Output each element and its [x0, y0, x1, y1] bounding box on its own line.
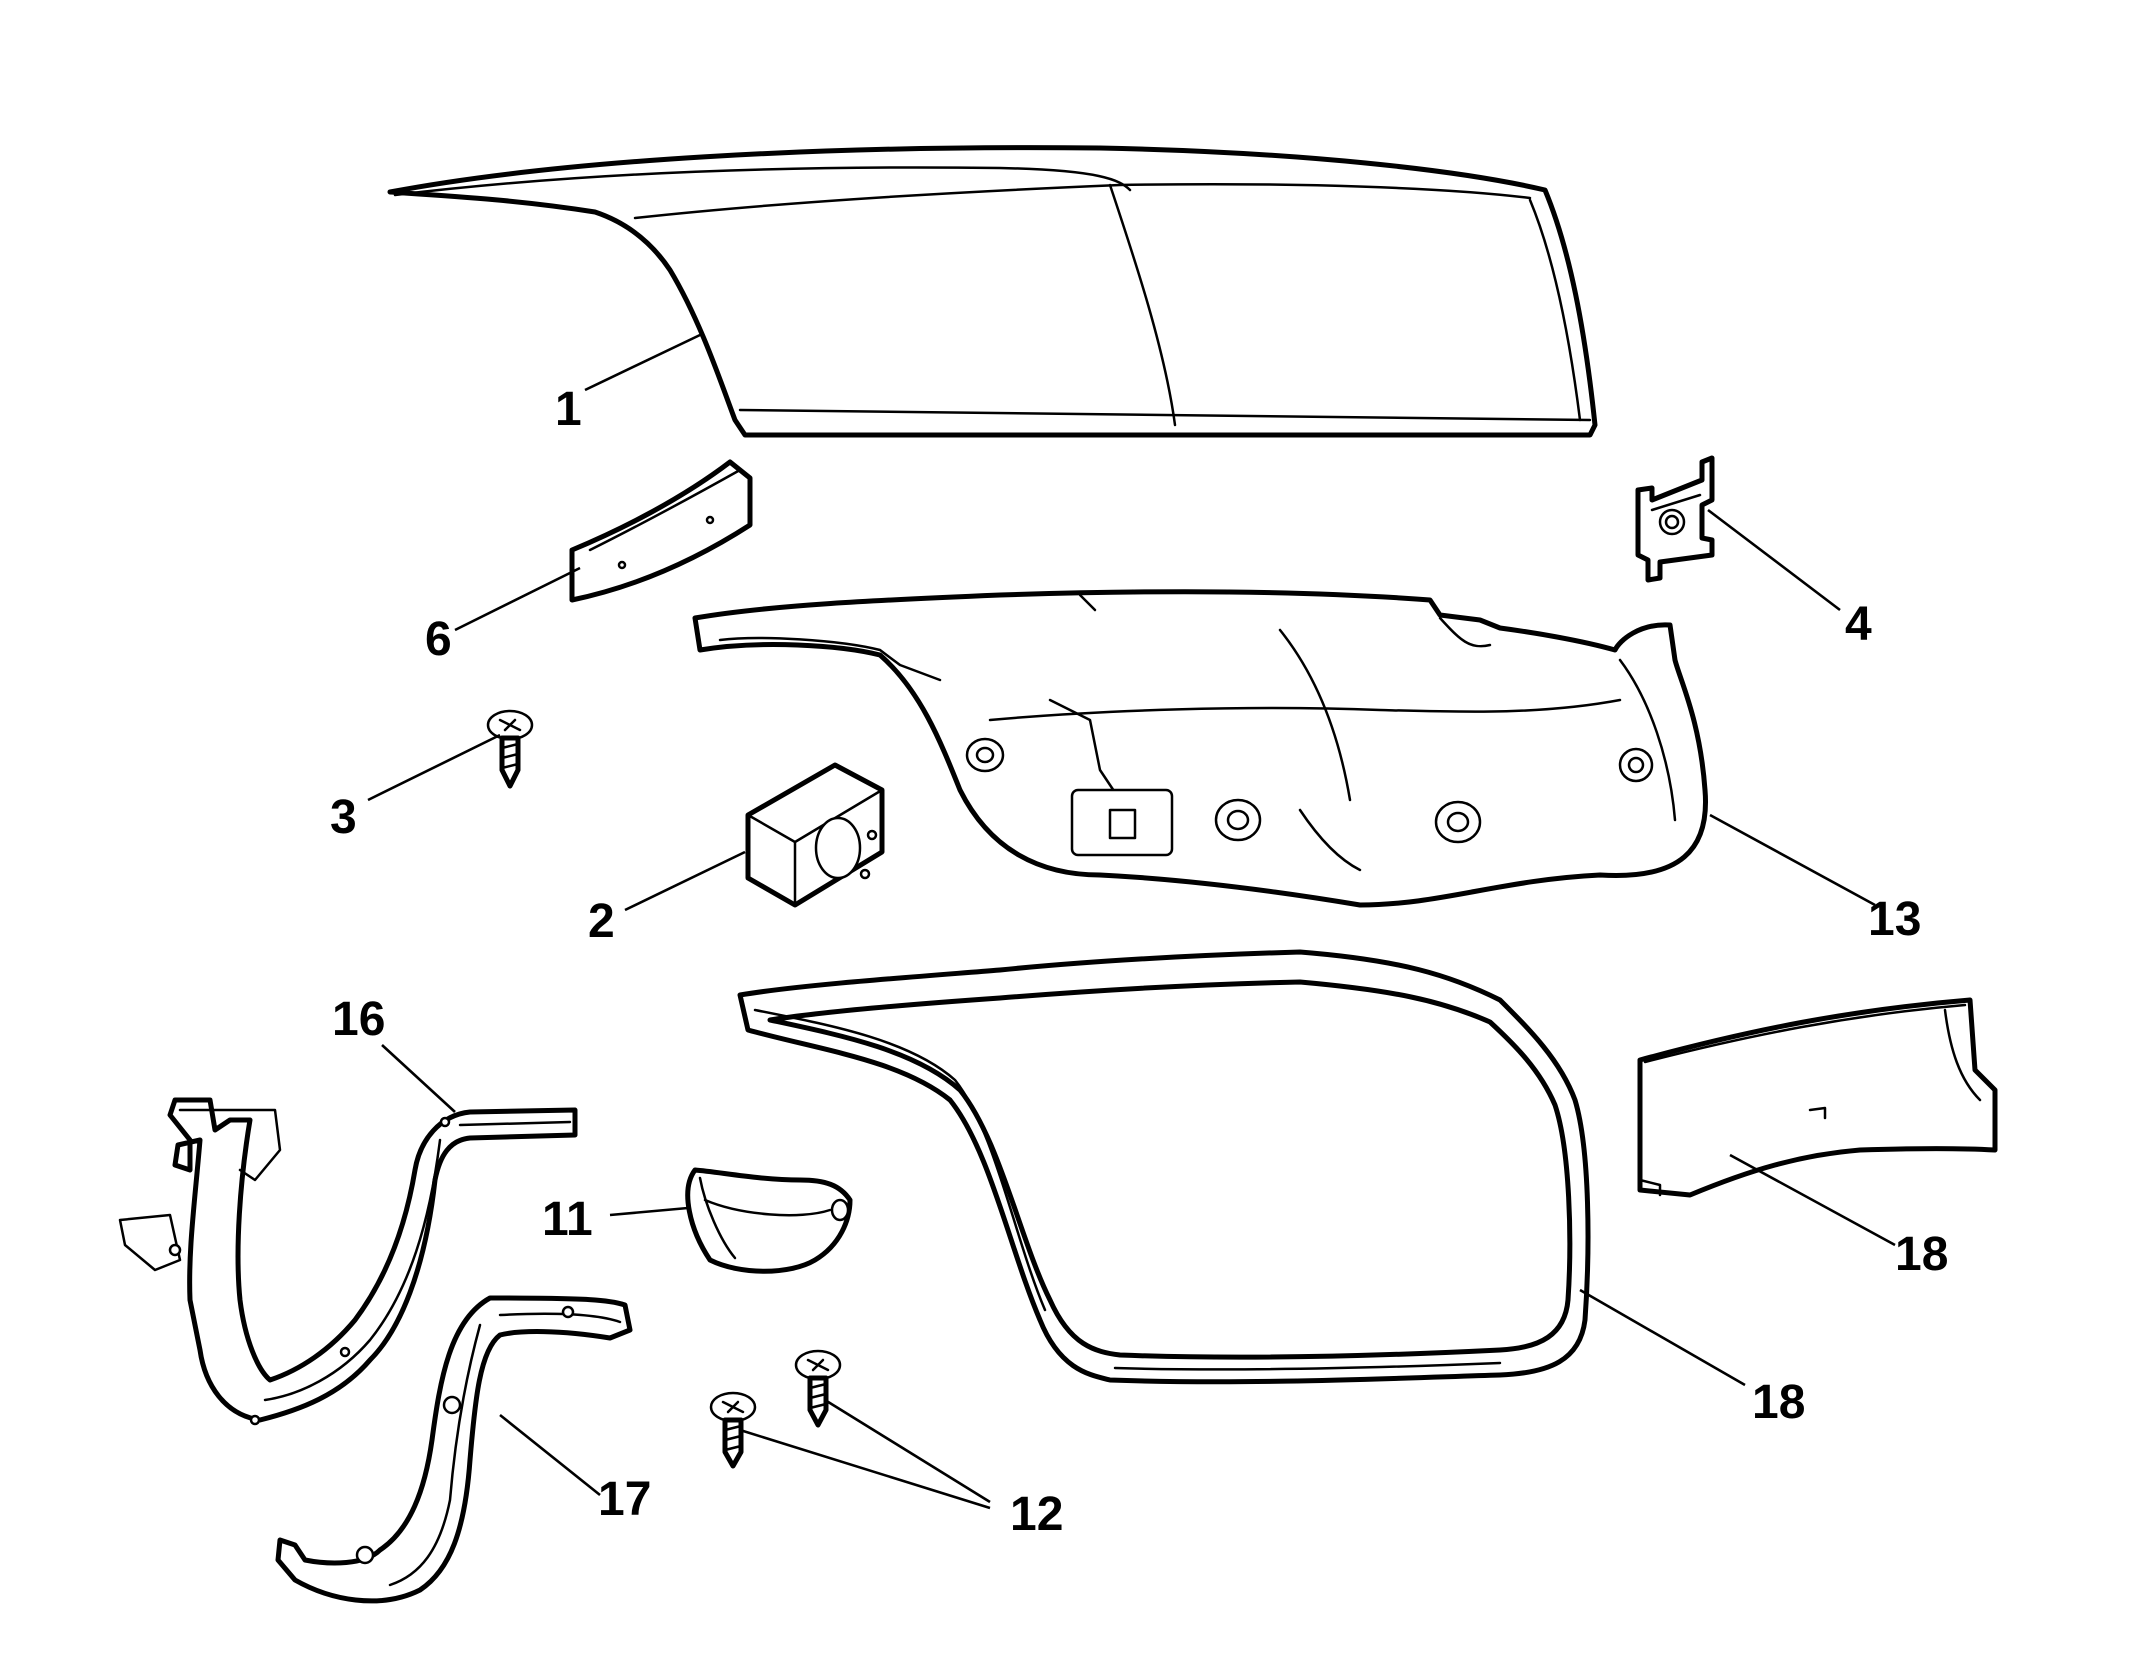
leader-16 — [381, 1044, 456, 1113]
part-12-screws[interactable] — [709, 1349, 842, 1469]
callout-2: 2 — [588, 895, 615, 948]
callout-17: 17 — [598, 1473, 651, 1526]
part-17-support-arm[interactable] — [275, 1295, 633, 1604]
part-18-sill-panel[interactable] — [1637, 997, 1998, 1198]
leader-18b — [1729, 1153, 1896, 1247]
leader-lines — [367, 333, 1896, 1510]
callout-11: 11 — [542, 1193, 593, 1246]
part-13-inner-trim[interactable] — [692, 589, 1709, 908]
leader-2 — [624, 850, 746, 912]
part-18-weatherstrip[interactable] — [737, 949, 1591, 1385]
leader-4 — [1707, 508, 1841, 612]
part-3-screw[interactable] — [486, 709, 534, 789]
leader-11 — [609, 1206, 689, 1217]
callout-13: 13 — [1868, 893, 1921, 946]
callout-3: 3 — [330, 791, 357, 844]
part-6-pad[interactable] — [569, 459, 753, 603]
part-1-trunk-lid[interactable] — [387, 145, 1598, 438]
leader-6 — [454, 566, 581, 632]
leader-3 — [367, 733, 501, 802]
leader-17 — [499, 1413, 601, 1497]
leader-1 — [584, 333, 701, 392]
part-16-hinge-arm[interactable] — [118, 1097, 578, 1426]
callout-16: 16 — [332, 993, 385, 1046]
callout-6: 6 — [425, 613, 452, 666]
callout-18-seal: 18 — [1752, 1376, 1805, 1429]
part-4-bracket[interactable] — [1635, 455, 1715, 583]
callout-1: 1 — [555, 383, 582, 436]
callout-12: 12 — [1010, 1488, 1063, 1541]
part-11-bumper[interactable] — [685, 1167, 853, 1274]
callout-4: 4 — [1845, 598, 1872, 651]
callouts: 1 2 3 4 6 11 12 13 16 17 18 18 — [330, 383, 1948, 1541]
leader-12a — [739, 1428, 991, 1510]
leader-13 — [1709, 813, 1876, 907]
part-2-foam-block[interactable] — [745, 762, 885, 908]
callout-18-sill: 18 — [1895, 1228, 1948, 1281]
leader-12b — [824, 1398, 991, 1504]
leader-18a — [1579, 1288, 1746, 1387]
